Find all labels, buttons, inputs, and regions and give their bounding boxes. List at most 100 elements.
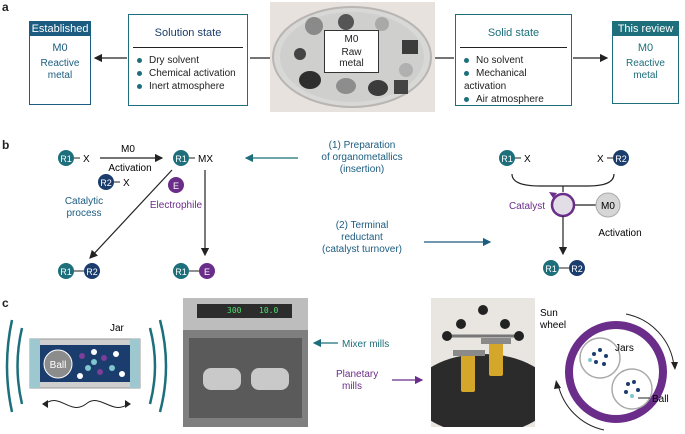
r2-label: R2 (86, 267, 98, 277)
e-label: E (204, 267, 210, 277)
ball2-label: Ball (652, 394, 669, 405)
planetary-line2: mills (342, 381, 362, 392)
bullet-icon (464, 70, 469, 76)
solid-divider (460, 47, 567, 48)
panel-a-arrows (93, 53, 609, 63)
sun-wheel-ring (565, 321, 667, 423)
solid-state-title: Solid state (487, 27, 540, 39)
catalyst-label: Catalyst (509, 201, 545, 212)
solution-state-box: Solution state Dry solvent Chemical acti… (128, 14, 248, 106)
panel-b-label: b (2, 138, 10, 152)
established-metal-word: metal (47, 70, 73, 81)
r1-label: R1 (175, 267, 187, 277)
catalytic-line1: Catalytic (65, 196, 103, 207)
r2-x-reagent: R2 X (98, 174, 130, 190)
mill-jar-right (251, 368, 289, 390)
ball-label: Ball (50, 360, 67, 371)
mixer-mill-photo: 300 10.0 (183, 298, 308, 427)
x-label: X (524, 154, 531, 165)
established-metal-text: M0 (52, 42, 68, 54)
r2-label: R2 (615, 154, 627, 164)
rotation-arrow-top (625, 313, 675, 367)
panel-c-label: c (2, 296, 9, 310)
solution-divider (133, 47, 243, 48)
bullet-icon (464, 96, 469, 102)
activation-metal: M0 (121, 144, 135, 155)
mill-labels: Mixer mills Planetary mills (312, 338, 424, 392)
rotation-arrow-bottom (557, 383, 605, 431)
r1-r2-product: R1 R2 (58, 263, 100, 279)
metal-reductant-label: M0 (601, 201, 615, 212)
mixer-mills-label: Mixer mills (342, 339, 389, 350)
solid-state-box: Solid state No solvent Mechanical activa… (455, 14, 572, 106)
terminal-line1: (2) Terminal (336, 220, 389, 231)
r2-label: R2 (571, 264, 583, 274)
x-label: X (123, 178, 130, 189)
solid-item-1: No solvent (456, 54, 571, 67)
panel-a-label: a (2, 0, 9, 14)
right-r1-r2-product: R1 R2 (543, 260, 585, 276)
merge-bracket (511, 173, 615, 187)
solution-item-2: Chemical activation (129, 67, 247, 80)
raw-metal-line1: Raw (341, 47, 362, 58)
solid-item-2: Mechanical activation (456, 67, 571, 93)
review-metal-word: metal (633, 70, 658, 81)
planet-jar-1 (579, 337, 621, 379)
e-label: E (173, 181, 179, 191)
jar-contents (588, 348, 640, 398)
r1-label: R1 (60, 154, 72, 164)
terminal-line2: reductant (341, 232, 383, 243)
planetary-line1: Planetary (336, 369, 378, 380)
catalyst-cycle-icon (550, 192, 576, 218)
raw-metal-line2: metal (339, 58, 364, 69)
mill-jar-left (203, 368, 241, 390)
raw-metal-box: M0 Raw metal (324, 30, 379, 73)
panel-b-scheme: R1 X M0 Activation R1 MX (1) Preparation… (58, 140, 642, 279)
mixer-jar-illustration: Ball Jar (5, 319, 168, 413)
mill-display: 300 10.0 (197, 304, 292, 318)
electrophile-label: Electrophile (150, 200, 203, 211)
solution-state-title: Solution state (154, 27, 222, 39)
solution-item-1-text: Dry solvent (149, 55, 200, 66)
x-label: X (83, 154, 90, 165)
display-left: 300 (227, 306, 242, 315)
r1-label: R1 (501, 154, 513, 164)
established-reactive-text: Reactive (40, 58, 80, 69)
solution-item-3-text: Inert atmosphere (149, 81, 225, 92)
wheel-label: wheel (539, 320, 566, 331)
mx-label: MX (198, 154, 213, 165)
review-metal-text: M0 (637, 42, 654, 54)
solid-item-3: Air atmosphere (456, 93, 571, 106)
bullet-icon (137, 70, 142, 76)
this-review-title: This review (613, 22, 678, 36)
prep-line2: of organometallics (321, 152, 402, 163)
jars-label: Jars (615, 343, 634, 354)
r1-e-product: R1 E (173, 263, 215, 279)
right-r1-x: R1 X (499, 150, 531, 166)
motion-path-icon (44, 400, 129, 408)
review-metal: M0 (613, 42, 678, 54)
prep-line3: (insertion) (340, 164, 384, 175)
sun-label: Sun (540, 308, 558, 319)
bullet-icon (137, 57, 142, 63)
r2-label: R2 (100, 178, 112, 188)
r1-label: R1 (60, 267, 72, 277)
powder-particles (77, 349, 125, 379)
catalytic-line2: process (66, 208, 101, 219)
prep-line1: (1) Preparation (329, 140, 396, 151)
bullet-icon (137, 83, 142, 89)
solution-item-3: Inert atmosphere (129, 80, 247, 93)
solution-item-2-text: Chemical activation (149, 68, 236, 79)
r1-x-reagent: R1 X (58, 150, 90, 166)
solid-item-1-text: No solvent (476, 55, 524, 66)
metal-reductant-icon (595, 192, 621, 218)
bullet-icon (464, 57, 469, 63)
right-x-r2: X R2 (597, 150, 629, 166)
planetary-mill-photo (413, 298, 553, 434)
review-reactive-text: Reactive (626, 58, 665, 69)
vibration-waves-icon (5, 319, 168, 413)
